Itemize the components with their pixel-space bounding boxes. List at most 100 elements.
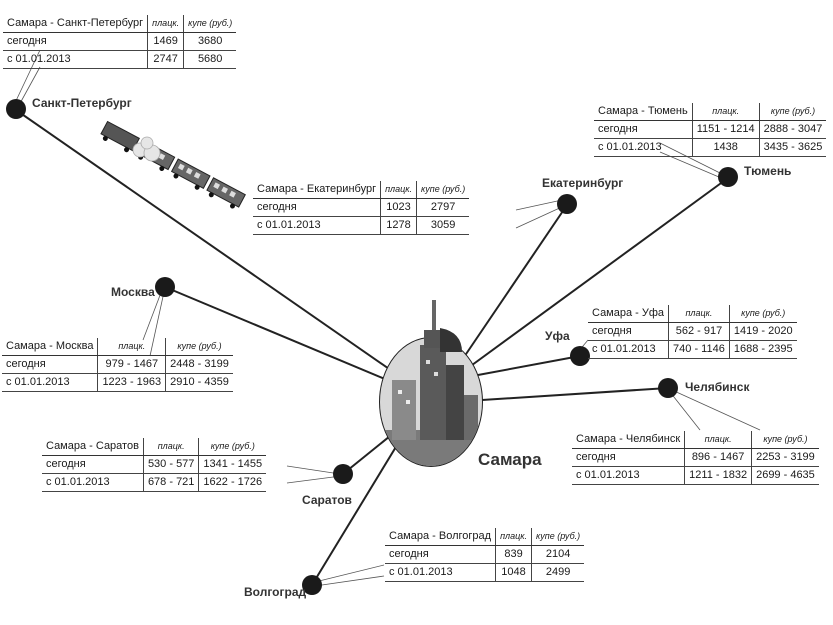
route-title: Самара - Челябинск: [572, 431, 685, 449]
city-label-spb: Санкт-Петербург: [32, 96, 132, 110]
header-coupe: купе (руб.): [758, 103, 827, 121]
cell-platzkart-from2013: 1048: [495, 563, 532, 582]
header-platzkart: плацк.: [147, 15, 184, 33]
route-line-volgograd: [311, 431, 406, 586]
pointer-lines: [13, 49, 761, 587]
pointer-saratov-a: [286, 465, 341, 475]
cell-coupe-from2013: 1622 - 1726: [198, 473, 267, 492]
node-moscow: [155, 277, 175, 297]
row-label-from2013: с 01.01.2013: [588, 340, 669, 359]
hub-label: Самара: [478, 450, 542, 469]
row-label-today: сегодня: [3, 32, 148, 51]
train-car-2: [170, 158, 211, 189]
cell-platzkart-today: 839: [495, 545, 532, 564]
node-chel: [658, 378, 678, 398]
header-platzkart: плацк.: [97, 338, 166, 356]
node-ufa: [570, 346, 590, 366]
tower-dome: [440, 328, 462, 352]
node-spb: [6, 99, 26, 119]
pointer-ekb-a: [515, 199, 563, 211]
pointer-chel-a: [669, 391, 701, 431]
pointer-volgograd-a: [314, 564, 385, 583]
cell-platzkart-today: 1469: [147, 32, 184, 51]
route-title: Самара - Екатеринбург: [253, 181, 381, 199]
cell-coupe-today: 2104: [531, 545, 585, 564]
header-coupe: купе (руб.): [198, 438, 267, 456]
row-label-today: сегодня: [594, 120, 693, 139]
row-label-from2013: с 01.01.2013: [385, 563, 496, 582]
cell-platzkart-from2013: 1278: [380, 216, 417, 235]
city-label-moscow: Москва: [111, 285, 155, 299]
row-label-from2013: с 01.01.2013: [253, 216, 381, 235]
cell-coupe-today: 2797: [416, 198, 470, 217]
city-label-ekb: Екатеринбург: [542, 176, 624, 190]
row-label-today: сегодня: [253, 198, 381, 217]
header-platzkart: плацк.: [668, 305, 730, 323]
city-label-ufa: Уфа: [545, 329, 570, 343]
row-label-from2013: с 01.01.2013: [594, 138, 693, 157]
cell-coupe-today: 2888 - 3047: [758, 120, 827, 139]
header-coupe: купе (руб.): [531, 528, 585, 546]
pointer-ekb-b: [515, 205, 565, 229]
cell-platzkart-from2013: 678 - 721: [142, 473, 199, 492]
node-volgograd: [302, 575, 322, 595]
tower-top: [424, 330, 444, 348]
route-title: Самара - Тюмень: [594, 103, 693, 121]
route-lines: [15, 109, 729, 586]
row-label-from2013: с 01.01.2013: [3, 50, 148, 69]
route-line-tyumen: [467, 177, 729, 369]
row-label-today: сегодня: [2, 355, 98, 374]
cell-platzkart-today: 530 - 577: [142, 455, 199, 474]
node-saratov: [333, 464, 353, 484]
header-platzkart: плацк.: [495, 528, 532, 546]
row-label-today: сегодня: [42, 455, 144, 474]
route-line-moscow: [164, 286, 393, 383]
header-platzkart: плацк.: [684, 431, 752, 449]
route-title: Самара - Москва: [2, 338, 98, 356]
city-label-volgograd: Волгоград: [244, 585, 307, 599]
train-illustration: [100, 120, 246, 209]
cell-platzkart-today: 979 - 1467: [97, 355, 166, 374]
cell-platzkart-today: 562 - 917: [668, 322, 730, 341]
cell-coupe-from2013: 1688 - 2395: [728, 340, 797, 359]
row-label-today: сегодня: [572, 448, 685, 467]
cell-platzkart-today: 896 - 1467: [684, 448, 752, 467]
pointer-volgograd-b: [314, 575, 385, 587]
cell-platzkart-today: 1151 - 1214: [691, 120, 760, 139]
row-label-from2013: с 01.01.2013: [572, 466, 685, 485]
header-platzkart: плацк.: [380, 181, 417, 199]
city-label-chel: Челябинск: [685, 380, 750, 394]
row-label-today: сегодня: [385, 545, 496, 564]
pointer-tyumen-b: [659, 151, 727, 181]
row-label-today: сегодня: [588, 322, 669, 341]
tower-spire: [432, 300, 436, 348]
city-label-saratov: Саратов: [302, 493, 352, 507]
cell-platzkart-from2013: 2747: [147, 50, 184, 69]
route-title: Самара - Санкт-Петербург: [3, 15, 148, 33]
cell-coupe-from2013: 2699 - 4635: [751, 466, 819, 485]
cell-coupe-today: 3680: [183, 32, 237, 51]
cell-platzkart-from2013: 1211 - 1832: [684, 466, 752, 485]
route-line-spb: [15, 109, 406, 381]
cell-platzkart-from2013: 1438: [691, 138, 760, 157]
header-coupe: купе (руб.): [183, 15, 237, 33]
pointer-chel-b: [671, 389, 761, 431]
pointer-spb-b: [17, 66, 41, 108]
route-title: Самара - Саратов: [42, 438, 144, 456]
header-coupe: купе (руб.): [416, 181, 470, 199]
pointer-moscow-a: [142, 289, 163, 341]
header-coupe: купе (руб.): [728, 305, 797, 323]
header-platzkart: плацк.: [691, 103, 760, 121]
pointer-saratov-b: [286, 475, 342, 484]
route-title: Самара - Уфа: [588, 305, 669, 323]
route-line-ufa: [477, 355, 581, 376]
train-wheels: [102, 135, 235, 209]
route-line-chel: [481, 387, 669, 401]
